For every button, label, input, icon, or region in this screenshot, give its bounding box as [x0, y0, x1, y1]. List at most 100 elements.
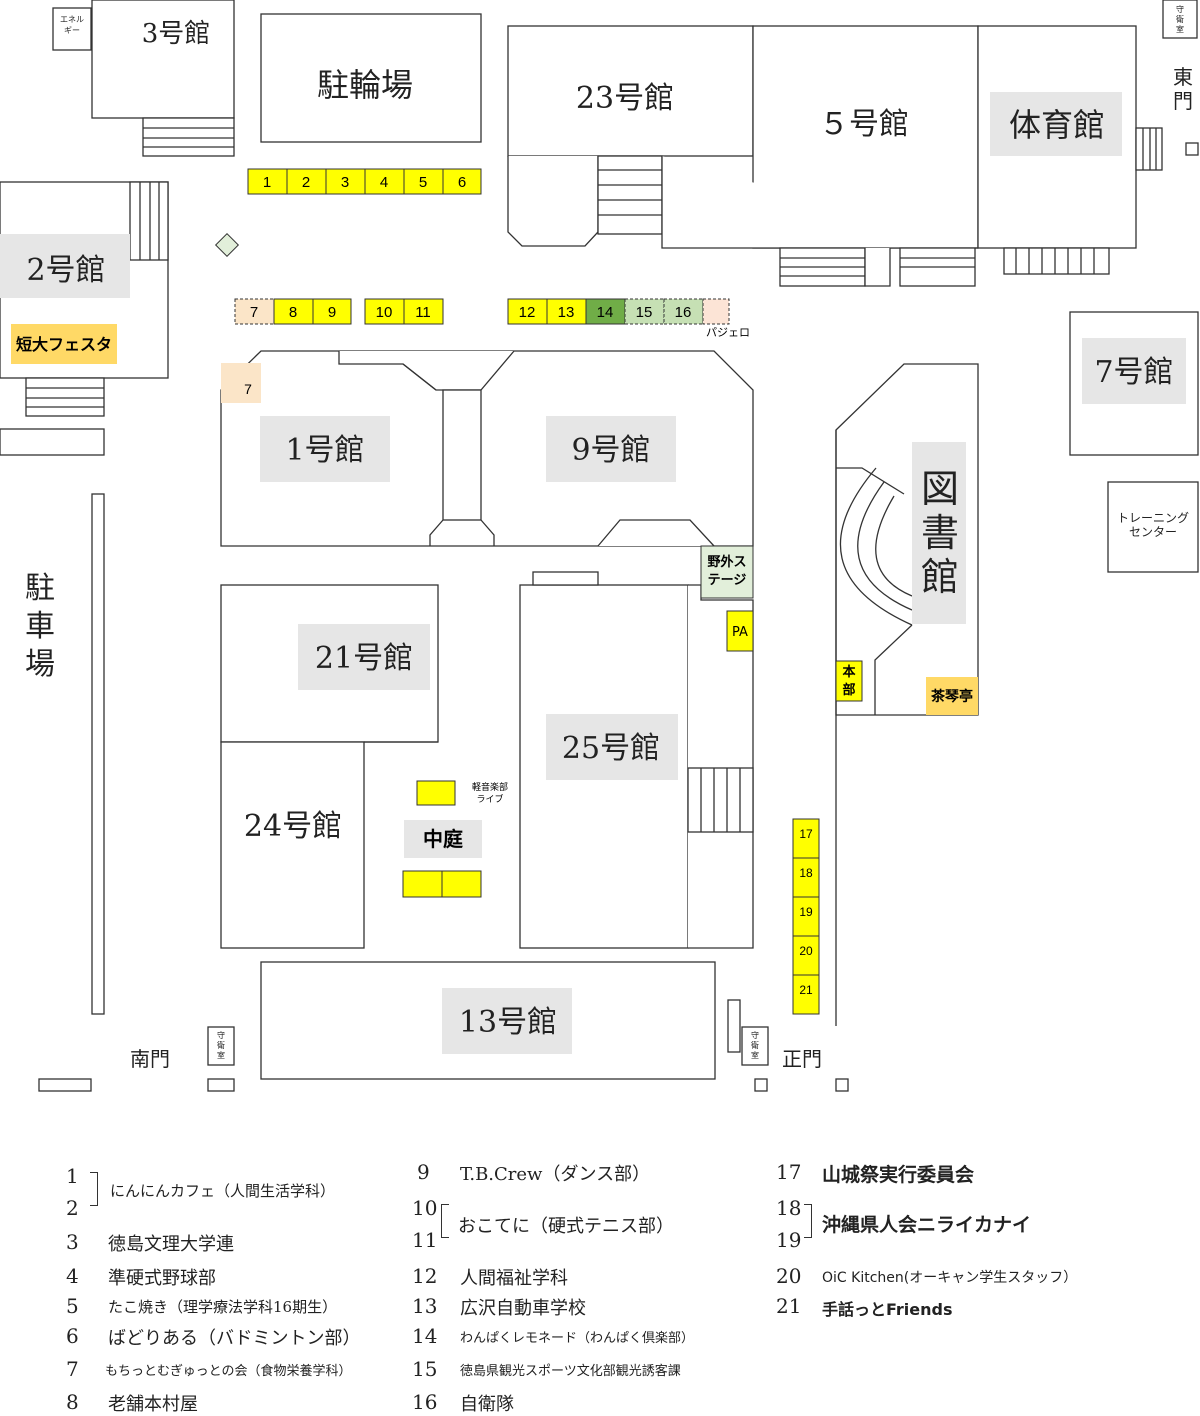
legend-num-7: 7: [66, 1357, 79, 1381]
building-24[interactable]: [220, 741, 365, 949]
bicycle-parking: [260, 13, 482, 143]
pa-box[interactable]: [726, 610, 754, 652]
booth-6[interactable]: [442, 168, 482, 195]
legend-num-16: 16: [412, 1390, 438, 1414]
building-23[interactable]: [507, 25, 754, 157]
booth-label-21: 21: [799, 983, 813, 997]
label-b23: 23号館: [576, 81, 674, 116]
booth-20[interactable]: [792, 935, 820, 976]
legend-brace-18-19: [804, 1204, 812, 1238]
legend-num-9: 9: [417, 1160, 430, 1184]
booth-14[interactable]: [585, 298, 626, 325]
label-honbu: 本部: [842, 664, 855, 698]
label-b13: 13号館: [459, 1005, 557, 1040]
training-center[interactable]: [1107, 481, 1199, 573]
legend-num-1-2: 1 2: [66, 1164, 79, 1220]
label-b5: ５号館: [819, 107, 909, 142]
sakin-box[interactable]: [926, 677, 978, 715]
label-main-guard: 守衛室: [751, 1030, 759, 1060]
east-guard-room: [1162, 0, 1198, 39]
booth-label-13: 13: [558, 304, 575, 321]
building-23-base: [507, 156, 599, 247]
legend-num-13: 13: [412, 1294, 438, 1318]
label-energy: エネルギー: [60, 15, 84, 35]
booth-label-16: 16: [675, 304, 692, 321]
booth-15[interactable]: [624, 298, 665, 325]
booth-21[interactable]: [792, 974, 820, 1015]
booth-label-20: 20: [799, 944, 813, 958]
booth-13[interactable]: [546, 298, 587, 325]
campus-map: 1 2 3 4 5 6 7 8 9 10 11 12 13 14 15 16 7…: [0, 0, 1199, 1092]
booth-10[interactable]: [364, 298, 405, 325]
booth-7-side[interactable]: [221, 363, 261, 403]
booth-label-11: 11: [415, 304, 431, 321]
legend-label-15: 徳島県観光スポーツ文化部観光誘客課: [460, 1364, 681, 1379]
legend-label-10-11: おこてに（硬式テニス部）: [458, 1216, 674, 1237]
legend-num-21: 21: [776, 1294, 802, 1318]
booth-pasjero[interactable]: [702, 298, 730, 325]
building-1-9[interactable]: [220, 350, 754, 547]
booth-12[interactable]: [507, 298, 548, 325]
legend-num-17: 17: [776, 1160, 802, 1184]
label-courtyard: 中庭: [423, 827, 463, 851]
south-guard-room: [207, 1026, 235, 1066]
label-gym: 体育館: [1009, 106, 1105, 144]
booth-1[interactable]: [247, 168, 288, 195]
booth-label-17: 17: [799, 827, 813, 841]
booth-label-14: 14: [597, 304, 614, 321]
booth-label-18: 18: [799, 866, 813, 880]
label-sakin: 茶琴亭: [930, 688, 973, 705]
label-pasjero: パジェロ: [706, 326, 750, 339]
booth-label-2: 2: [302, 174, 310, 191]
label-training: トレーニングセンター: [1117, 511, 1189, 539]
legend-num-12: 12: [412, 1264, 438, 1288]
honbu-box[interactable]: [835, 660, 863, 702]
legend-num-18-19: 18 19: [776, 1196, 802, 1252]
booth-2[interactable]: [286, 168, 327, 195]
legend-num-14: 14: [412, 1324, 438, 1348]
booth-label-9: 9: [328, 304, 336, 321]
booth-3[interactable]: [325, 168, 366, 195]
booth-label-3: 3: [341, 174, 349, 191]
label-b24: 24号館: [244, 809, 342, 844]
legend-label-12: 人間福祉学科: [460, 1268, 568, 1289]
tandai-box: [11, 324, 117, 364]
label-parking: 駐車場: [25, 571, 55, 682]
gym-label-box: [990, 92, 1122, 156]
keion-stage-box[interactable]: [416, 780, 456, 806]
label-bicycle: 駐輪場: [317, 66, 413, 104]
booth-label-6: 6: [458, 174, 466, 191]
label-south-guard: 守衛室: [217, 1030, 225, 1060]
legend-num-20: 20: [776, 1264, 802, 1288]
building-3[interactable]: [91, 0, 235, 119]
legend-label-21: 手話っとFriends: [822, 1300, 953, 1319]
legend-label-20: OiC Kitchen(オーキャン学生スタッフ）: [822, 1270, 1078, 1286]
label-main-gate: 正門: [782, 1047, 822, 1071]
label-b7: 7号館: [1094, 355, 1173, 390]
booth-11[interactable]: [403, 298, 444, 325]
b25-label-box: [546, 714, 678, 780]
legend-num-15: 15: [412, 1357, 438, 1381]
legend-num-6: 6: [66, 1324, 79, 1348]
legend-label-4: 準硬式野球部: [108, 1268, 216, 1289]
booth-17[interactable]: [792, 818, 820, 859]
courtyard-booth-a[interactable]: [402, 870, 443, 898]
legend-label-7: もちっとむぎゅっとの会（食物栄養学科）: [105, 1364, 352, 1379]
booth-19[interactable]: [792, 896, 820, 937]
outdoor-stage-box[interactable]: [700, 545, 754, 599]
b7-label-box: [1082, 338, 1186, 404]
legend-brace-1-2: [90, 1172, 98, 1206]
booth-5[interactable]: [403, 168, 444, 195]
label-outdoor-stage: 野外ステージ: [707, 554, 746, 588]
courtyard-booth-b[interactable]: [441, 870, 482, 898]
legend-num-10-11: 10 11: [412, 1196, 438, 1252]
legend-label-18-19: 沖縄県人会ニライカナイ: [822, 1214, 1032, 1236]
booth-9[interactable]: [312, 298, 352, 325]
booth-label-10: 10: [376, 304, 393, 321]
label-b9: 9号館: [571, 433, 650, 468]
stairs-3: [142, 117, 235, 157]
legend-label-5: たこ焼き（理学療法学科16期生）: [108, 1298, 338, 1316]
legend-label-8: 老舗本村屋: [108, 1394, 198, 1415]
parking-divider: [91, 493, 105, 1015]
b1-label-box: [260, 416, 390, 482]
